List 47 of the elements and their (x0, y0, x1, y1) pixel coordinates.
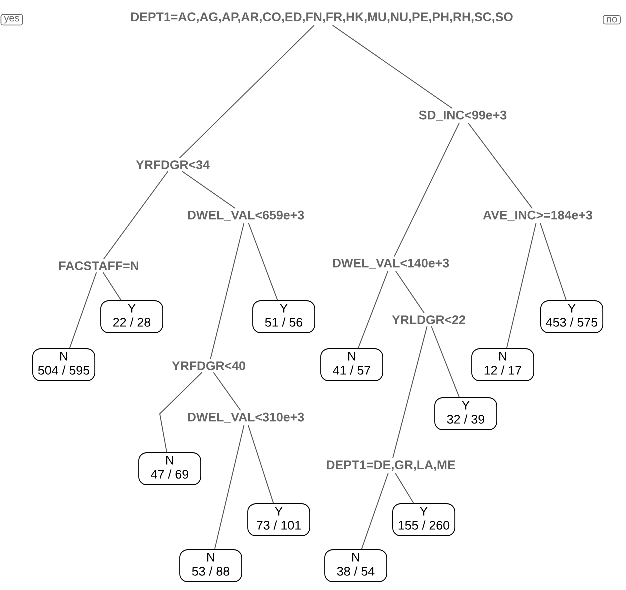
leaf-box: N 504 / 595 (32, 348, 96, 382)
tree-branch (214, 424, 245, 550)
leaf-box: Y 22 / 28 (100, 300, 164, 334)
direction-tag: yes (0, 14, 24, 26)
direction-tag: no (603, 15, 621, 25)
split-label: DWEL_VAL<140e+3 (333, 258, 450, 270)
tree-branch (332, 25, 453, 110)
leaf-box: Y 73 / 101 (248, 504, 310, 536)
split-label: DWEL_VAL<659e+3 (188, 210, 304, 222)
split-label: YRFDGR<34 (136, 160, 210, 170)
tree-branch (248, 424, 274, 504)
leaf-box: N 12 / 17 (472, 348, 534, 382)
tree-branch (69, 272, 98, 349)
tree-branch (394, 122, 460, 258)
leaf-box: Y 155 / 260 (392, 504, 456, 536)
tree-branch (540, 222, 567, 301)
leaf-box: Y 32 / 39 (434, 398, 498, 430)
split-label: AVE_INC>=184e+3 (483, 210, 592, 222)
leaf-box: Y 51 / 56 (252, 300, 316, 334)
leaf-box: N 41 / 57 (320, 348, 384, 382)
leaf-box: N 53 / 88 (180, 550, 242, 582)
tree-branch (213, 372, 242, 412)
tree-branch (248, 222, 278, 301)
split-label: DEPT1=DE,GR,LA,ME (327, 460, 456, 472)
split-label: FACSTAFF=N (60, 262, 138, 270)
tree-branch (182, 171, 236, 210)
split-label: YRFDGR<40 (172, 362, 246, 370)
tree-branch (468, 122, 533, 210)
tree-branch (210, 222, 245, 360)
tree-branch (103, 171, 169, 260)
split-label: DEPT1=AC,AG,AP,AR,CO,ED,FN,FR,HK,MU,NU,PE,PH,RH,SC,SO (131, 12, 513, 24)
split-label: DWEL_VAL<310e+3 (188, 412, 304, 424)
tree-branch (506, 222, 537, 349)
tree-branch (160, 372, 203, 453)
tree-branch (358, 270, 389, 349)
tree-branch (395, 473, 414, 504)
leaf-box: N 47 / 69 (138, 452, 202, 486)
tree-branch (396, 270, 425, 314)
leaf-box: Y 453 / 575 (540, 300, 604, 334)
tree-branch (392, 326, 428, 459)
split-label: YRLDGR<22 (392, 316, 466, 324)
tree-branch (431, 326, 460, 398)
tree-branch (361, 473, 389, 550)
leaf-box: N 38 / 54 (324, 550, 388, 582)
tree-branch (102, 272, 122, 301)
split-label: SD_INC<99e+3 (419, 110, 507, 122)
tree-branch (179, 25, 315, 159)
